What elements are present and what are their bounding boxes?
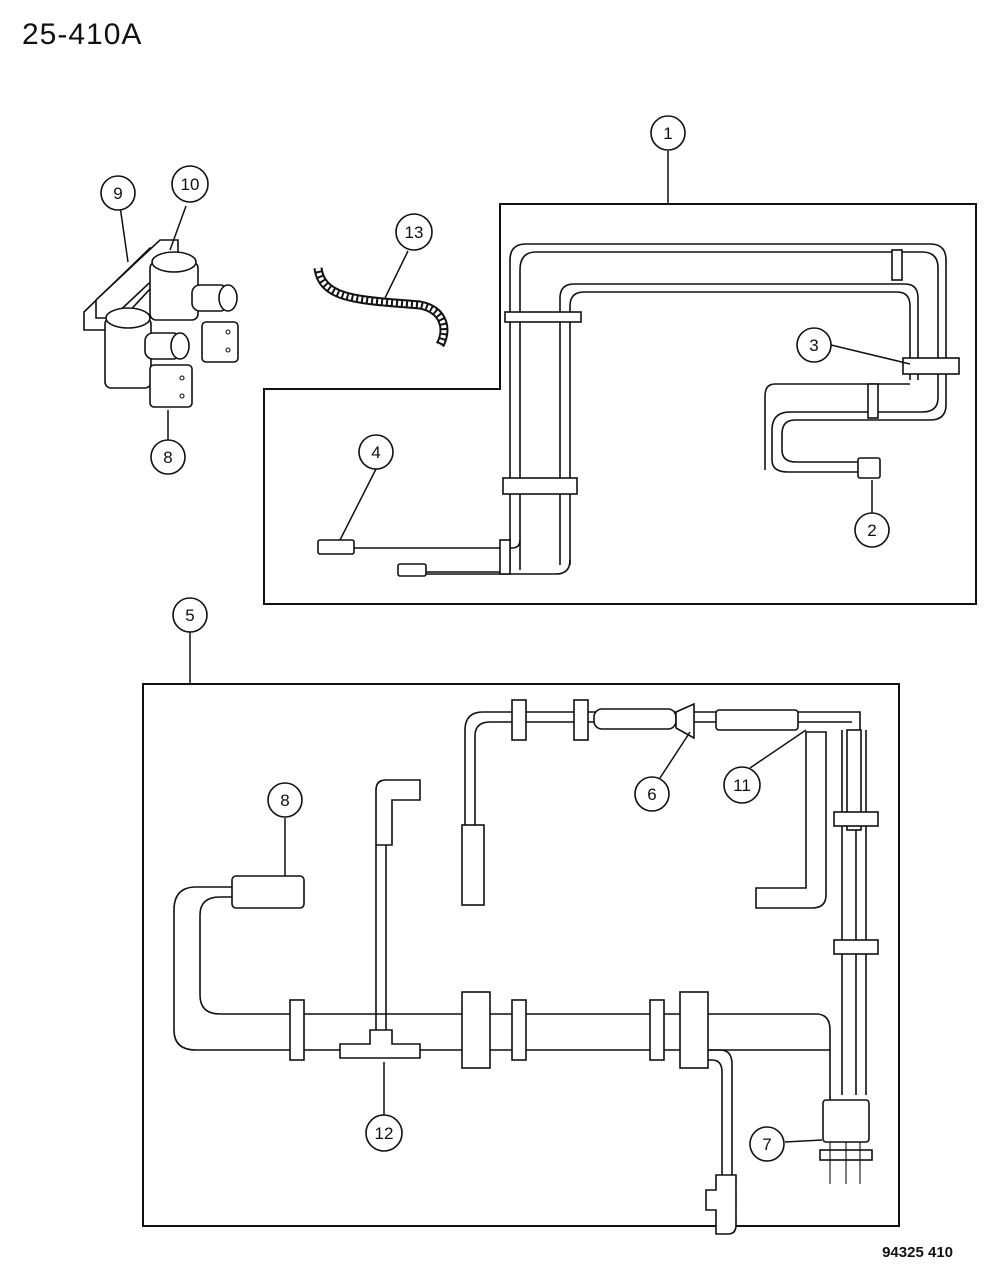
callout-13-label: 13 [405,223,424,242]
callout-3: 3 [796,327,832,363]
callout-1-label: 1 [663,124,672,143]
callout-8-lower-label: 8 [280,791,289,810]
callout-10: 10 [171,165,209,203]
lower-harness-wires [173,699,879,1235]
callout-8-lower: 8 [267,782,303,818]
callout-12-label: 12 [375,1124,394,1143]
callout-9: 9 [100,175,136,211]
callout-5: 5 [172,597,208,633]
callout-4: 4 [358,434,394,470]
callout-2-label: 2 [867,521,876,540]
callout-7-label: 7 [762,1135,771,1154]
callout-10-label: 10 [181,175,200,194]
figure-code: 94325 410 [882,1244,953,1261]
callout-2: 2 [854,512,890,548]
callout-6-label: 6 [647,785,656,804]
callout-5-label: 5 [185,606,194,625]
callout-3-label: 3 [809,336,818,355]
callout-1: 1 [650,115,686,151]
callout-11-label: 11 [733,776,751,795]
ignition-coil-pack [83,239,239,408]
callout-11: 11 [723,766,761,804]
callout-8-upper: 8 [150,439,186,475]
callout-7: 7 [749,1126,785,1162]
callout-8-upper-label: 8 [163,448,172,467]
callout-13: 13 [395,213,433,251]
upper-harness-wires [317,243,960,577]
harness-frame-upper [263,203,977,605]
callout-4-label: 4 [371,443,380,462]
leader-lines [119,151,911,1143]
callout-6: 6 [634,776,670,812]
harness-frame-lower [142,683,900,1227]
callout-9-label: 9 [113,184,122,203]
callout-12: 12 [365,1114,403,1152]
page-title: 25-410A [22,18,143,51]
convoluted-loom [313,267,449,348]
